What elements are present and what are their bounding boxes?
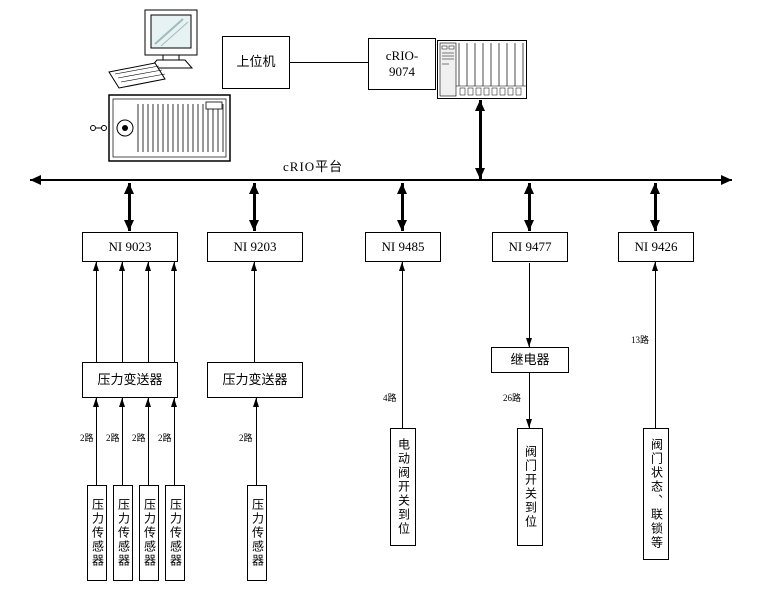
transmitter1-module-arrow xyxy=(171,262,177,362)
bus-module-arrow-1 xyxy=(124,183,134,231)
module-box-ni-9426: NI 9426 xyxy=(618,232,694,262)
sensor-arrow-2 xyxy=(119,398,125,485)
computer-icon xyxy=(108,9,198,89)
bus-module-arrow-5 xyxy=(650,183,660,231)
pressure-sensor-box-5: 压力传感器 xyxy=(247,485,267,581)
crio-chassis-icon xyxy=(437,40,527,99)
bus-label: cRIO平台 xyxy=(283,159,344,174)
pressure-sensor-box-2: 压力传感器 xyxy=(113,485,133,581)
module-box-ni-9203: NI 9203 xyxy=(207,232,303,262)
module-label: NI 9485 xyxy=(381,238,425,254)
channel-label-3: 2路 xyxy=(132,433,146,443)
channel-label-2: 2路 xyxy=(106,433,120,443)
host-computer-box: 上位机 xyxy=(222,36,290,89)
pressure-transmitter2-box: 压力变送器 xyxy=(207,362,303,398)
pressure-sensor-label: 压力传感器 xyxy=(250,498,265,568)
transmitter1-module-arrow xyxy=(119,262,125,362)
pressure-sensor-label: 压力传感器 xyxy=(168,498,183,568)
crio-label-line2: 9074 xyxy=(389,64,415,79)
valve-switch-box: 阀门开关到位 xyxy=(517,428,543,546)
pressure-sensor-label: 压力传感器 xyxy=(90,498,105,568)
crio-9074-box: cRIO- 9074 xyxy=(368,38,436,90)
bus-line xyxy=(30,174,732,185)
pressure-sensor-label: 压力传感器 xyxy=(116,498,131,568)
pressure-transmitter2-label: 压力变送器 xyxy=(222,371,288,387)
channel-label-1: 2路 xyxy=(80,433,94,443)
sensor-arrow-1 xyxy=(93,398,99,485)
channel-label-5: 2路 xyxy=(239,433,253,443)
pressure-sensor-box-3: 压力传感器 xyxy=(139,485,159,581)
module-box-ni-9477: NI 9477 xyxy=(492,232,568,262)
transmitter2-module-arrow xyxy=(251,262,257,362)
module-box-ni-9023: NI 9023 xyxy=(82,232,178,262)
ni9485-input-arrow xyxy=(399,262,405,428)
transmitter1-module-arrow xyxy=(145,262,151,362)
ni9426-input-arrow xyxy=(652,262,658,428)
valve-switch-label: 阀门开关到位 xyxy=(523,445,538,529)
pressure-transmitter1-label: 压力变送器 xyxy=(97,371,163,387)
sensor-arrow-5 xyxy=(253,398,259,485)
valve-status-box: 阀门状态、联锁等 xyxy=(643,428,669,560)
channel-label-9426: 13路 xyxy=(631,335,650,345)
sensor-arrow-3 xyxy=(145,398,151,485)
module-label: NI 9203 xyxy=(233,238,277,254)
valve-status-label: 阀门状态、联锁等 xyxy=(649,438,664,550)
channel-label-4: 2路 xyxy=(158,433,172,443)
crio-label-line1: cRIO- xyxy=(385,47,419,63)
module-label: NI 9426 xyxy=(634,238,678,254)
relay-box: 继电器 xyxy=(491,347,569,373)
electric-valve-feedback-label: 电动阀开关到位 xyxy=(396,438,411,536)
module-label: NI 9023 xyxy=(108,238,152,254)
transmitter1-module-arrow xyxy=(93,262,99,362)
bus-module-arrow-2 xyxy=(249,183,259,231)
module-label: NI 9477 xyxy=(508,238,552,254)
channel-label-9485: 4路 xyxy=(383,393,397,403)
module-box-ni-9485: NI 9485 xyxy=(365,232,441,262)
bus-module-arrow-4 xyxy=(524,183,534,231)
crio-bus-double-arrow xyxy=(475,100,485,179)
relay-valve-arrow xyxy=(526,373,532,428)
pressure-transmitter1-box: 压力变送器 xyxy=(82,362,178,398)
ni9477-relay-arrow xyxy=(526,263,532,347)
relay-label: 继电器 xyxy=(510,351,550,367)
pressure-sensor-box-1: 压力传感器 xyxy=(87,485,107,581)
pressure-sensor-box-4: 压力传感器 xyxy=(165,485,185,581)
sensor-arrow-4 xyxy=(171,398,177,485)
host-computer-label: 上位机 xyxy=(236,54,276,70)
host-crio-connector-line xyxy=(290,62,368,63)
pressure-sensor-label: 压力传感器 xyxy=(142,498,157,568)
server-icon xyxy=(90,94,231,162)
channel-label-9477: 26路 xyxy=(503,393,522,403)
electric-valve-feedback-box: 电动阀开关到位 xyxy=(390,428,416,546)
bus-module-arrow-3 xyxy=(397,183,407,231)
